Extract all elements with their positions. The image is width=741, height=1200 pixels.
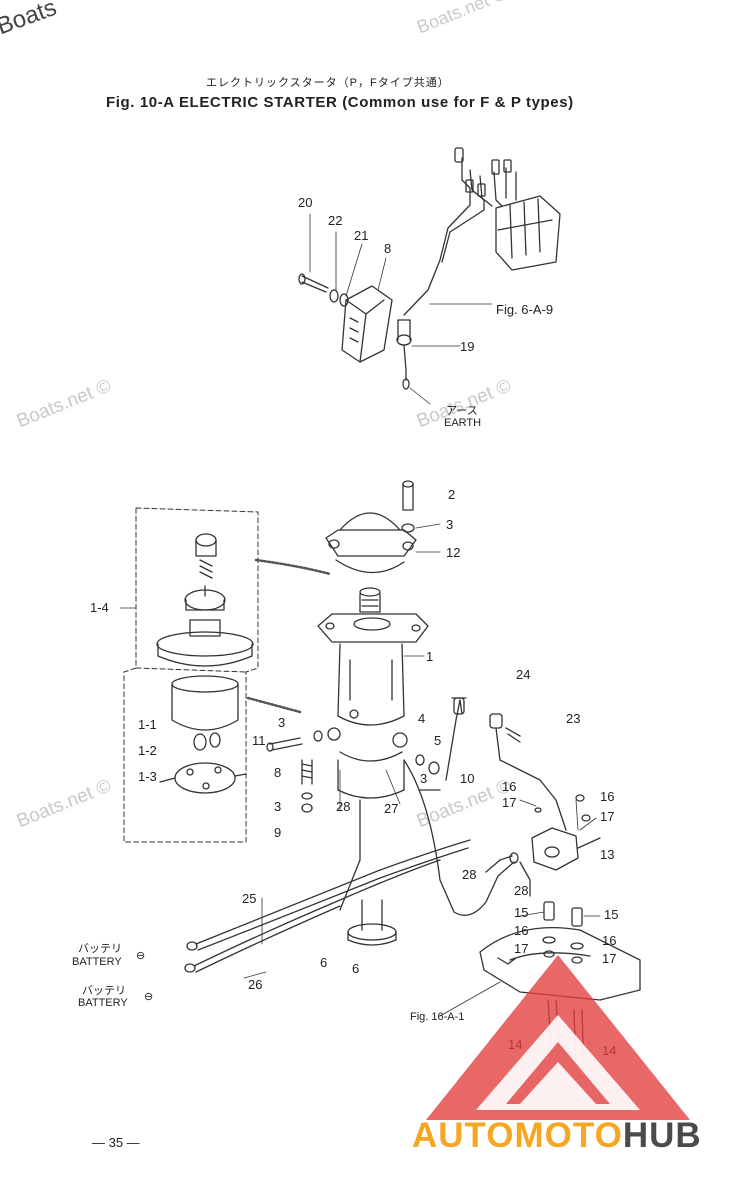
part-label: 3 bbox=[420, 771, 428, 786]
battery-label: BATTERY bbox=[72, 956, 122, 968]
part-label: 17 bbox=[514, 941, 529, 956]
part-label: 8 bbox=[274, 765, 282, 780]
part-label: 2 bbox=[448, 487, 456, 502]
part-label: 19 bbox=[460, 339, 475, 354]
logo-text-left: AUTOMOTO bbox=[412, 1116, 623, 1155]
part-label: 10 bbox=[460, 771, 475, 786]
part-label: 28 bbox=[462, 867, 477, 882]
part-label: 12 bbox=[446, 545, 461, 560]
part-label: 16 bbox=[602, 933, 617, 948]
earth-label-jp: アース bbox=[446, 405, 478, 417]
part-label: 16 bbox=[514, 923, 529, 938]
part-label: 28 bbox=[336, 799, 351, 814]
part-label: 3 bbox=[278, 715, 286, 730]
part-label: 16 bbox=[600, 789, 615, 804]
part-label: 21 bbox=[354, 228, 369, 243]
part-label: 5 bbox=[434, 733, 442, 748]
logo-text: AUTOMOTOHUB bbox=[412, 1116, 702, 1156]
part-label: 8 bbox=[384, 241, 392, 256]
part-label: 27 bbox=[384, 801, 399, 816]
part-label: 9 bbox=[274, 825, 282, 840]
battery-label: BATTERY bbox=[78, 997, 128, 1009]
part-label: 6 bbox=[352, 961, 360, 976]
part-label: 3 bbox=[446, 517, 454, 532]
part-label: 22 bbox=[328, 213, 343, 228]
part-label: 17 bbox=[502, 795, 517, 810]
part-label: 1-2 bbox=[138, 743, 157, 758]
part-label: 17 bbox=[602, 951, 617, 966]
part-label: 20 bbox=[298, 195, 313, 210]
part-label: 16 bbox=[502, 779, 517, 794]
minus-icon: ⊖ bbox=[144, 991, 154, 1003]
part-label: 11 bbox=[252, 733, 266, 748]
part-label: 28 bbox=[514, 883, 529, 898]
ref-fig-6-a-9: Fig. 6-A-9 bbox=[496, 302, 554, 317]
earth-label: EARTH bbox=[444, 417, 482, 429]
part-label: 17 bbox=[600, 809, 615, 824]
part-label: 14 bbox=[508, 1037, 523, 1052]
part-label: 13 bbox=[600, 847, 615, 862]
relay-harness-group bbox=[298, 147, 561, 405]
logo-text-right: HUB bbox=[622, 1116, 702, 1155]
part-label: 25 bbox=[242, 891, 257, 906]
part-label: 1-3 bbox=[138, 769, 157, 784]
part-label: 1-4 bbox=[90, 600, 109, 615]
part-label: 23 bbox=[566, 711, 581, 726]
part-label: 24 bbox=[516, 667, 531, 682]
part-label: 15 bbox=[604, 907, 619, 922]
battery-label-jp: バッテリ bbox=[78, 943, 122, 955]
part-label: 1 bbox=[426, 649, 434, 664]
part-label: 1-1 bbox=[138, 717, 157, 732]
part-label: 6 bbox=[320, 955, 328, 970]
ref-fig-16-a-1: Fig. 16-A-1 bbox=[410, 1011, 465, 1023]
battery-label-jp: バッテリ bbox=[82, 985, 126, 997]
minus-icon: ⊖ bbox=[136, 950, 146, 962]
part-label: 4 bbox=[418, 711, 426, 726]
page-number: — 35 — bbox=[92, 1135, 140, 1150]
part-label: 26 bbox=[248, 977, 263, 992]
figure-title-jp: エレクトリックスタータ（P，Fタイプ共通） bbox=[206, 77, 450, 89]
part-label: 14 bbox=[602, 1043, 617, 1058]
figure-title: Fig. 10-A ELECTRIC STARTER (Common use f… bbox=[106, 94, 574, 111]
part-label: 3 bbox=[274, 799, 282, 814]
starter-motor-group bbox=[119, 480, 641, 1078]
part-label: 15 bbox=[514, 905, 529, 920]
